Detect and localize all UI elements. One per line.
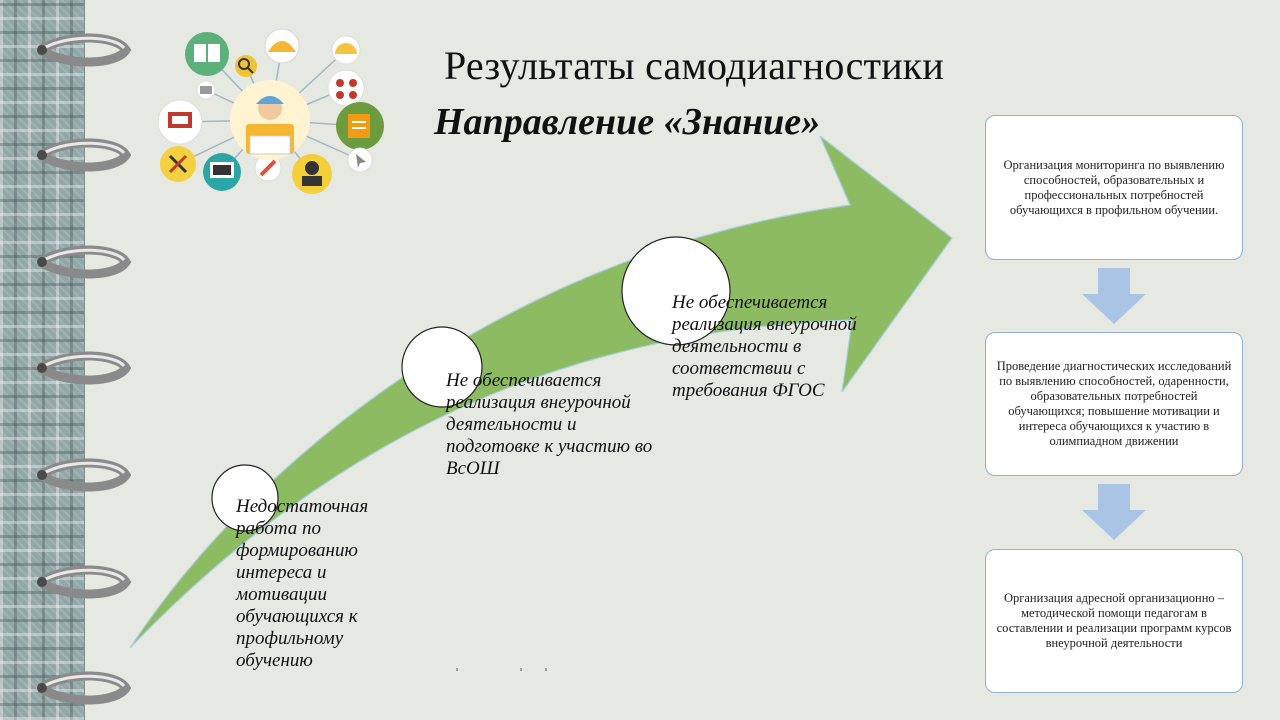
flow-box-2-text: Проведение диагностических исследований … <box>996 359 1232 448</box>
monitor-icon <box>203 153 241 191</box>
speck-decor <box>520 668 522 671</box>
binding-ring <box>37 458 132 492</box>
presentation-icon <box>157 99 203 145</box>
flow-box-3-text: Организация адресной организационно – ме… <box>996 591 1232 650</box>
page-title: Результаты самодиагностики <box>444 43 945 88</box>
magnifier-icon <box>235 55 257 77</box>
flow-box-1-text: Организация мониторинга по выявлению спо… <box>1003 157 1225 217</box>
binding-ring <box>37 245 132 279</box>
step-3-text: Не обеспечивается реализация внеурочной … <box>672 292 857 401</box>
book-icon <box>185 32 229 76</box>
protractor-icon <box>331 35 361 65</box>
flow-box-1: Организация мониторинга по выявлению спо… <box>985 115 1243 260</box>
binding-ring <box>37 138 132 172</box>
network-icon <box>327 69 365 107</box>
hard-hat-icon <box>264 28 300 64</box>
speck-decor <box>456 668 458 671</box>
binding-ring <box>37 351 132 385</box>
cursor-icon <box>347 147 373 173</box>
education-illustration <box>157 28 384 194</box>
notebook-icon <box>336 102 384 150</box>
spiral-rings <box>37 33 132 705</box>
page-subtitle: Направление «Знание» <box>434 101 821 143</box>
step-2-text: Не обеспечивается реализация внеурочной … <box>446 370 653 479</box>
speck-decor <box>545 668 547 671</box>
tools-icon <box>160 146 196 182</box>
step-2-circle <box>401 326 483 408</box>
envelope-decor <box>196 80 216 100</box>
step-1-circle <box>211 464 279 532</box>
binding-ring <box>37 671 132 705</box>
curved-green-arrow <box>129 135 953 649</box>
worker-icon <box>292 154 332 194</box>
binding-ring <box>37 565 132 599</box>
engineer-icon <box>230 80 310 160</box>
pencil-icon <box>254 154 282 182</box>
down-arrow-1 <box>1082 268 1146 324</box>
step-1-text: Недостаточная работа по формированию инт… <box>236 496 369 671</box>
flow-box-2: Проведение диагностических исследований … <box>985 332 1243 476</box>
down-arrow-2 <box>1082 484 1146 540</box>
step-3-circle <box>621 236 731 346</box>
binding-ring <box>37 33 132 67</box>
flow-box-3: Организация адресной организационно – ме… <box>985 549 1243 693</box>
